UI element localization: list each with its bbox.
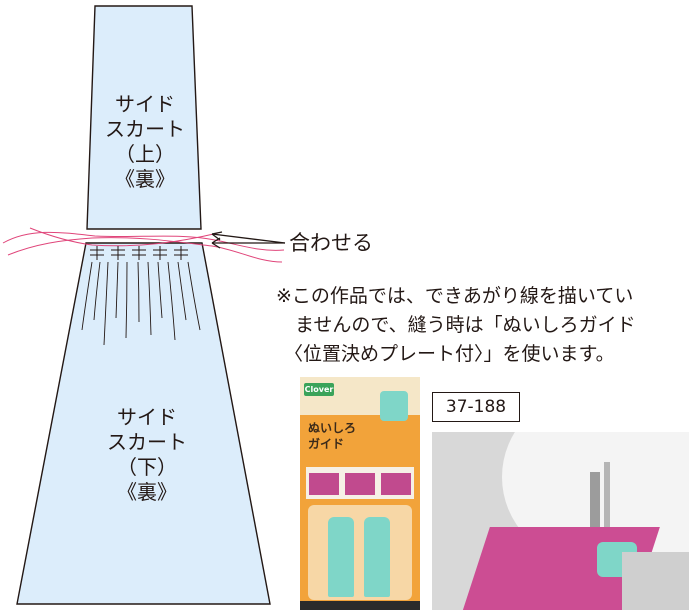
package-footer [300, 601, 420, 610]
sample-image-3 [381, 473, 411, 495]
sample-image-2 [345, 473, 375, 495]
presser-foot [590, 472, 600, 542]
brand-logo: Clover [304, 383, 334, 396]
lower-piece-label: サイド スカート （下） 《裏》 [92, 405, 202, 505]
package-name-2: ガイド [308, 437, 345, 451]
basting-threads [2, 227, 285, 263]
join-arrow [211, 231, 286, 249]
blister-window [308, 505, 412, 600]
sewing-machine-photo [432, 432, 689, 610]
package-name-1: ぬいしろ [308, 421, 357, 435]
upper-piece-name-1: サイド [115, 92, 175, 116]
product-code-label: 37-188 [432, 392, 520, 422]
needle-bar [604, 462, 610, 530]
upper-piece-name-2: スカート [105, 117, 185, 141]
gather-fold-lines [81, 261, 201, 346]
join-label: 合わせる [289, 231, 373, 255]
lower-piece-position: （下） [117, 455, 177, 479]
product-package-photo: Clover ぬいしろ ガイド [300, 377, 420, 610]
upper-piece-position: （上） [115, 142, 175, 166]
gather-stitch-marks [90, 246, 188, 260]
lower-piece-name-1: サイド [117, 405, 177, 429]
sample-image-1 [309, 473, 339, 495]
note-line-3: 〈位置決めプレート付〉」を使います。 [284, 343, 615, 365]
upper-skirt-piece [86, 5, 202, 230]
note-line-1: ※この作品では、できあがり線を描いてい [276, 285, 634, 307]
guide-plate-right [364, 517, 390, 597]
lower-piece-side: 《裏》 [117, 480, 177, 504]
lower-piece-name-2: スカート [107, 430, 187, 454]
upper-piece-label: サイド スカート （上） 《裏》 [95, 92, 195, 192]
upper-piece-side: 《裏》 [115, 167, 175, 191]
note-line-2: ませんので、縫う時は「ぬいしろガイド [295, 314, 636, 336]
machine-bed [622, 552, 689, 610]
guide-plate-left [328, 517, 354, 597]
plate-preview [380, 391, 408, 421]
